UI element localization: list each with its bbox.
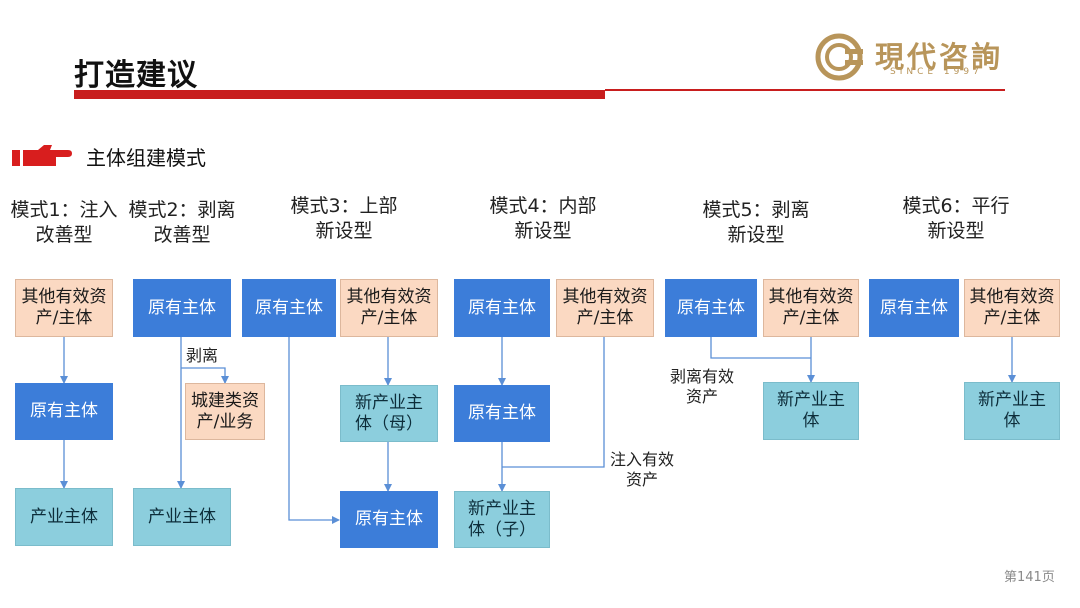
m3-other-assets-box: 其他有效资 产/主体 [340, 279, 438, 337]
m3-arrow-left-bottom [288, 337, 340, 524]
m4-new-child-entity-box: 新产业主 体（子） [454, 491, 550, 548]
m6-new-entity-box: 新产业主 体 [964, 382, 1060, 440]
m6-original-entity-box: 原有主体 [869, 279, 959, 337]
page-title: 打造建议 [74, 58, 198, 93]
company-logo: 現代咨詢 SINCE 1997 [815, 32, 1005, 82]
m4-edge-label: 注入有效 资产 [610, 450, 675, 489]
mode-4-label: 模式4：内部 新设型 [489, 195, 597, 242]
m2-edge-label: 剥离 [186, 346, 219, 365]
m5-new-entity-box: 新产业主 体 [763, 382, 859, 440]
m2-original-entity-box: 原有主体 [133, 279, 231, 337]
logo-text: 現代咨詢 [875, 40, 1004, 74]
m5-arrow-left [710, 337, 811, 359]
m4-other-assets-box: 其他有效资 产/主体 [556, 279, 654, 337]
m2-industrial-entity-box: 产业主体 [133, 488, 231, 546]
m1-industrial-entity-box: 产业主体 [15, 488, 113, 546]
section-title: 主体组建模式 [86, 146, 206, 170]
m6-other-assets-box: 其他有效资 产/主体 [964, 279, 1060, 337]
m2-arrow-branch [181, 367, 229, 384]
m4-arrow-inject [502, 337, 605, 468]
m5-original-entity-box: 原有主体 [665, 279, 757, 337]
title-underline-thick [74, 90, 605, 99]
m5-other-assets-box: 其他有效资 产/主体 [763, 279, 859, 337]
m3-new-parent-entity-box: 新产业主 体（母） [340, 385, 438, 442]
page-number: 第141页 [1004, 570, 1055, 585]
m3-original-entity-bottom-box: 原有主体 [340, 491, 438, 548]
m2-urban-assets-box: 城建类资 产/业务 [185, 383, 265, 440]
m4-original-entity-box: 原有主体 [454, 279, 550, 337]
m3-original-entity-box: 原有主体 [242, 279, 336, 337]
pointing-hand-icon [12, 145, 72, 166]
mode-2-label: 模式2：剥离 改善型 [128, 199, 236, 246]
mode-5-label: 模式5：剥离 新设型 [702, 199, 810, 246]
m5-edge-label: 剥离有效 资产 [670, 367, 735, 406]
logo-emblem-icon [815, 33, 863, 81]
title-underline-thin [605, 89, 1005, 91]
m1-other-assets-box: 其他有效资 产/主体 [15, 279, 113, 337]
mode-1-label: 模式1：注入 改善型 [10, 199, 118, 246]
mode-6-label: 模式6：平行 新设型 [902, 195, 1010, 242]
mode-3-label: 模式3：上部 新设型 [290, 195, 398, 242]
m1-original-entity-box: 原有主体 [15, 383, 113, 440]
m4-original-entity-middle-box: 原有主体 [454, 385, 550, 442]
logo-subtitle: SINCE 1997 [890, 67, 983, 77]
